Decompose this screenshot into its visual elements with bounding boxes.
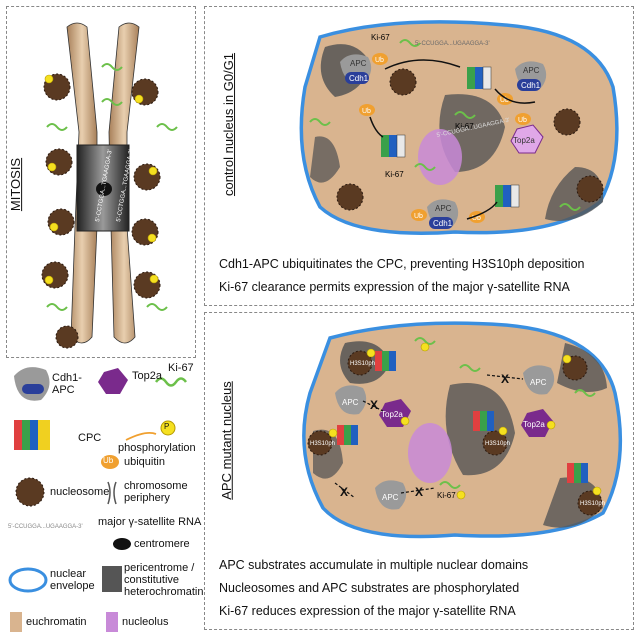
legend-symbols	[8, 367, 188, 632]
control-top2a-label: Top2a	[513, 136, 535, 145]
mutant-nucleolus	[408, 423, 452, 483]
legend-cdh1-apc-label: Cdh1- APC	[52, 372, 82, 396]
control-ub-1: Ub	[375, 57, 384, 64]
mutant-nucleosomes	[307, 350, 603, 516]
legend-cpc-label: CPC	[78, 432, 102, 444]
control-cpc	[381, 66, 520, 208]
control-apc-label-1: APC	[350, 59, 367, 68]
control-ki67-label-3: Ki-67	[385, 170, 404, 179]
legend-rna-symbol: 5'-CCUGGA...UGAAGGA-3'	[8, 524, 83, 530]
mutant-apc-label-1: APC	[342, 398, 359, 407]
control-ub-5: Ub	[414, 213, 423, 220]
legend-nucleosome-label: nucleosome	[50, 486, 110, 498]
legend-envelope-label: nuclear envelope	[50, 568, 95, 592]
control-nucleolus	[418, 129, 462, 185]
control-cdh1-label-1: Cdh1	[349, 74, 369, 83]
control-apc-label-2: APC	[523, 66, 540, 75]
mutant-top2a-label-1: Top2a	[381, 410, 403, 419]
legend-phospho-label: phosphorylation	[118, 442, 196, 454]
control-caption-1: Cdh1-APC ubiquitinates the CPC, preventi…	[219, 257, 585, 271]
legend-nucleosome-icon	[15, 477, 45, 507]
mutant-top2a-label-2: Top2a	[523, 420, 545, 429]
legend-cdh1-icon	[22, 384, 44, 394]
control-nucleosomes	[336, 68, 604, 211]
control-cdh1-label-3: Cdh1	[433, 219, 453, 228]
mutant-h3-3: H3S10ph	[485, 441, 510, 447]
control-ub-6: Ub	[472, 215, 481, 222]
legend-ub-icon	[101, 455, 119, 469]
legend-euchromatin-icon	[10, 612, 22, 632]
control-apc-label-3: APC	[435, 204, 452, 213]
legend-envelope-icon	[8, 567, 48, 593]
control-arrows	[369, 59, 536, 220]
mutant-caption-3: Ki-67 reduces expression of the major γ-…	[219, 604, 516, 618]
legend-ub-symbol: Ub	[103, 456, 114, 465]
control-cdh1-3	[429, 217, 453, 229]
control-caption-2: Ki-67 clearance permits expression of th…	[219, 280, 570, 294]
control-cdh1-1	[345, 72, 369, 84]
control-nucleus-diagram: APC Cdh1 APC Cdh1 APC Cdh1 Ub Ub Ub Ub U…	[299, 20, 619, 235]
control-top2a	[510, 124, 544, 154]
legend-ubiquitin-label: ubiquitin	[124, 456, 165, 468]
legend-heterochromatin-icon	[102, 566, 122, 592]
mutant-h3-4: H3S10ph	[580, 501, 605, 507]
mutant-apc-complexes	[335, 365, 555, 510]
mutant-x-mark-2: X	[501, 372, 509, 386]
legend-pericentrome-label: pericentrome / constitutive heterochroma…	[124, 562, 204, 598]
mutant-x-mark-4: X	[340, 485, 348, 499]
legend-ki67-label: Ki-67	[168, 362, 194, 374]
legend-centromere-icon	[113, 538, 131, 550]
control-rna-1: 5'-CCUGGA...UGAAGGA-3'	[415, 41, 490, 47]
mutant-blocked-arrows	[334, 374, 524, 499]
control-ki67-label-1: Ki-67	[371, 33, 390, 42]
legend-periphery-label: chromosome periphery	[124, 480, 188, 504]
legend-p-symbol: P	[164, 422, 170, 431]
mutant-h3-1: H3S10ph	[350, 361, 375, 367]
mutant-phospho-dots	[328, 342, 602, 500]
mutant-ki67	[414, 337, 596, 489]
mutant-caption-1: APC substrates accumulate in multiple nu…	[219, 558, 529, 572]
legend-apc-icon	[14, 367, 50, 401]
mitosis-label: MITOSIS	[8, 157, 24, 212]
legend-cpc-icon	[14, 420, 50, 450]
legend-rna-label: major γ-satellite RNA	[98, 516, 202, 528]
legend-ki67-icon	[154, 377, 188, 387]
legend-centromere-label: centromere	[134, 538, 190, 550]
control-nucleus-panel: control nucleus in G0/G1 APC Cdh1 APC Cd…	[204, 6, 634, 306]
control-ub-4: Ub	[518, 117, 527, 124]
legend-phospho-arrow	[125, 431, 157, 441]
control-cdh1-label-2: Cdh1	[521, 81, 541, 90]
control-cdh1-2	[517, 79, 541, 91]
mutant-caption-2: Nucleosomes and APC substrates are phosp…	[219, 581, 520, 595]
control-ki67-label-2: Ki-67	[455, 122, 474, 131]
legend-chromosome-periphery-icon	[107, 481, 117, 505]
control-apc-complexes	[340, 54, 547, 229]
legend-phospho-icon	[160, 420, 176, 436]
legend-nucleolus-icon	[106, 612, 118, 632]
mitosis-phospho-dots	[44, 74, 159, 285]
control-ub-3: Ub	[500, 97, 509, 104]
mutant-h3-2: H3S10ph	[310, 441, 335, 447]
centromere	[96, 182, 112, 196]
mitosis-panel: 5'-CCTGGA...TGAAGGA-3' 5'-CCTGGA...TGAAG…	[6, 6, 196, 358]
mutant-apc-label-3: APC	[382, 493, 399, 502]
legend-top2a-label: Top2a	[132, 370, 162, 382]
control-ki67	[309, 39, 581, 211]
mutant-ki67-label: Ki-67	[437, 491, 456, 500]
mutant-top2a-2	[521, 409, 553, 437]
mitosis-chromosome-diagram: 5'-CCTGGA...TGAAGGA-3' 5'-CCTGGA...TGAAG…	[41, 22, 178, 349]
mutant-x-mark-3: X	[415, 485, 423, 499]
legend-nucleolus-label: nucleolus	[122, 616, 169, 628]
legend-top2a-icon	[98, 368, 128, 394]
control-ub-2: Ub	[362, 108, 371, 115]
mutant-nucleus-diagram: H3S10ph H3S10ph H3S10ph H3S10ph APC APC …	[302, 321, 623, 539]
apc-mutant-panel: APC mutant nucleus H3S10ph H3S10ph H3S10…	[204, 312, 634, 630]
legend-euchromatin-label: euchromatin	[26, 616, 87, 628]
mitosis-ki67	[46, 63, 178, 311]
mutant-x-mark-1: X	[370, 398, 378, 412]
legend: Cdh1- APC Top2a Ki-67 CPC phosphorylatio…	[6, 362, 204, 634]
mutant-apc-label-2: APC	[530, 378, 547, 387]
mutant-cpc	[337, 351, 588, 483]
